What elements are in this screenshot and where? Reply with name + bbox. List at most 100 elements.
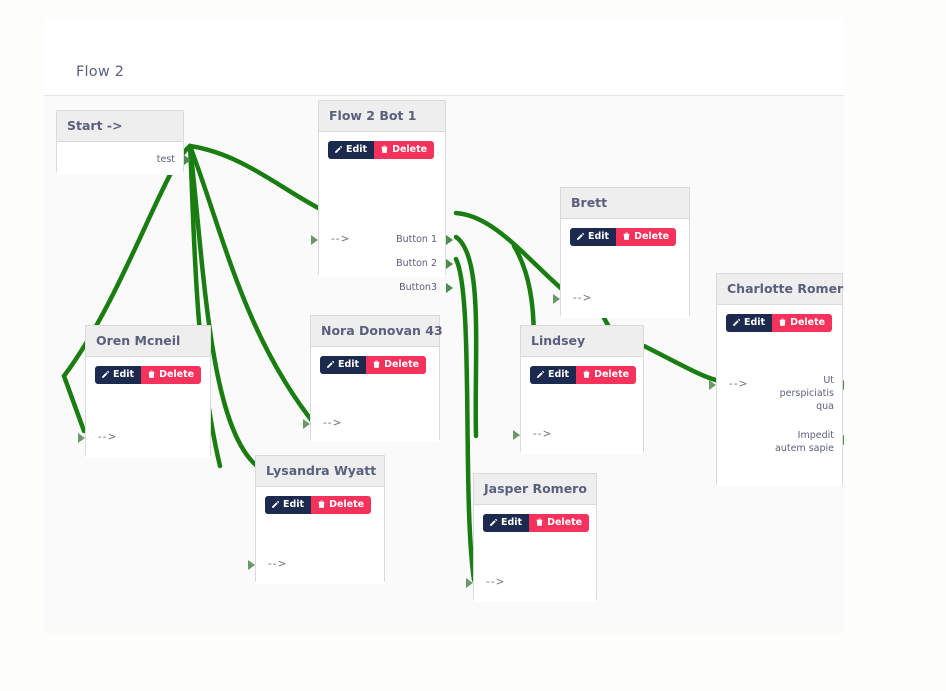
delete-button[interactable]: Delete — [311, 496, 372, 514]
port-in-arrow[interactable]: --> — [268, 558, 288, 570]
edit-button-label: Edit — [744, 317, 766, 328]
node-oren-mcneil-body: Edit Delete --> — [78, 357, 210, 458]
port-out-ut-perspiciatis[interactable]: Ut perspiciatis qua — [779, 375, 834, 412]
edit-button-label: Edit — [338, 359, 360, 370]
node-actions: Edit Delete — [319, 132, 445, 159]
node-brett[interactable]: Brett Edit Delete — [553, 187, 690, 318]
port-in-arrow[interactable]: --> — [533, 428, 553, 440]
edit-button-label: Edit — [588, 231, 610, 242]
port-in-arrow[interactable]: --> — [486, 576, 506, 588]
port-nub-button-1[interactable] — [446, 235, 453, 245]
node-oren-mcneil[interactable]: Oren Mcneil Edit Delete — [78, 325, 211, 458]
pencil-icon — [326, 360, 335, 369]
edit-button-label: Edit — [283, 499, 305, 510]
port-nub-out-2[interactable] — [843, 435, 844, 445]
node-brett-title: Brett — [561, 188, 689, 219]
page-title: Flow 2 — [76, 64, 125, 80]
node-charlotte-romero-body: Edit Delete --> Ut perspiciatis qua Impe… — [709, 305, 844, 487]
node-nora-donovan-43-body: Edit Delete --> — [303, 347, 439, 442]
delete-button-label: Delete — [159, 369, 195, 380]
delete-button-label: Delete — [790, 317, 826, 328]
port-in-arrow[interactable]: --> — [98, 431, 118, 443]
node-flow-2-bot-1-body: Edit Delete --> Button 1 Button 2 Button… — [311, 132, 453, 293]
delete-button[interactable]: Delete — [616, 228, 677, 246]
node-start-title: Start -> — [57, 111, 183, 142]
node-actions: Edit Delete — [717, 305, 842, 332]
delete-button[interactable]: Delete — [366, 356, 427, 374]
flow-canvas[interactable]: Start -> test Flow 2 Bot 1 Edit — [44, 96, 844, 633]
port-nub-in[interactable] — [513, 430, 520, 440]
node-jasper-romero[interactable]: Jasper Romero Edit Delete — [466, 473, 597, 602]
pencil-icon — [489, 518, 498, 527]
node-lindsey[interactable]: Lindsey Edit Delete — [513, 325, 644, 454]
edit-button[interactable]: Edit — [265, 496, 312, 514]
edit-button[interactable]: Edit — [320, 356, 367, 374]
edge-button1-to-brett — [453, 210, 567, 294]
port-nub-in[interactable] — [553, 294, 560, 304]
edit-button[interactable]: Edit — [570, 228, 617, 246]
port-nub-in[interactable] — [248, 560, 255, 570]
pencil-icon — [536, 370, 545, 379]
trash-icon — [778, 318, 787, 327]
node-actions: Edit Delete — [561, 219, 689, 246]
trash-icon — [147, 370, 156, 379]
node-jasper-romero-body: Edit Delete --> — [466, 505, 596, 602]
port-nub-button-3[interactable] — [446, 283, 453, 293]
node-charlotte-romero-title: Charlotte Romero — [717, 274, 844, 305]
edit-button-label: Edit — [501, 517, 523, 528]
pencil-icon — [101, 370, 110, 379]
port-nub-in[interactable] — [311, 235, 318, 245]
port-nub-out[interactable] — [184, 155, 191, 165]
port-in-arrow[interactable]: --> — [323, 417, 343, 429]
node-start[interactable]: Start -> test — [56, 110, 191, 175]
flow-header: Flow 2 — [44, 20, 844, 96]
port-in-arrow[interactable]: --> — [729, 378, 749, 390]
node-oren-mcneil-title: Oren Mcneil — [86, 326, 210, 357]
pencil-icon — [576, 232, 585, 241]
node-lysandra-wyatt[interactable]: Lysandra Wyatt Edit Delete — [248, 455, 385, 584]
port-out-test[interactable]: test — [156, 154, 175, 165]
edit-button-label: Edit — [548, 369, 570, 380]
node-actions: Edit Delete — [86, 357, 210, 384]
edit-button[interactable]: Edit — [483, 514, 530, 532]
port-out-button-1[interactable]: Button 1 — [396, 234, 437, 245]
node-flow-2-bot-1[interactable]: Flow 2 Bot 1 Edit Delete — [311, 100, 453, 293]
pencil-icon — [732, 318, 741, 327]
port-out-impedit-autem[interactable]: Impedit autem sapie — [775, 430, 834, 454]
port-nub-button-2[interactable] — [446, 259, 453, 269]
port-nub-in[interactable] — [303, 419, 310, 429]
port-in-arrow[interactable]: --> — [331, 233, 351, 245]
port-nub-in[interactable] — [78, 433, 85, 443]
node-charlotte-romero[interactable]: Charlotte Romero Edit Delete — [709, 273, 844, 487]
trash-icon — [622, 232, 631, 241]
edit-button[interactable]: Edit — [95, 366, 142, 384]
port-nub-in[interactable] — [466, 578, 473, 588]
delete-button-label: Delete — [392, 144, 428, 155]
edit-button[interactable]: Edit — [328, 141, 375, 159]
node-nora-donovan-43[interactable]: Nora Donovan 43 Edit Delete — [303, 315, 443, 442]
delete-button[interactable]: Delete — [141, 366, 202, 384]
edit-button[interactable]: Edit — [530, 366, 577, 384]
delete-button-label: Delete — [329, 499, 365, 510]
node-lysandra-wyatt-body: Edit Delete --> — [248, 487, 384, 584]
trash-icon — [380, 145, 389, 154]
edit-button-label: Edit — [346, 144, 368, 155]
edit-button-label: Edit — [113, 369, 135, 380]
node-nora-donovan-43-title: Nora Donovan 43 — [311, 316, 443, 347]
pencil-icon — [334, 145, 343, 154]
node-lysandra-wyatt-title: Lysandra Wyatt — [256, 456, 384, 487]
pencil-icon — [271, 500, 280, 509]
port-nub-in[interactable] — [709, 380, 716, 390]
delete-button-label: Delete — [634, 231, 670, 242]
delete-button[interactable]: Delete — [374, 141, 435, 159]
edit-button[interactable]: Edit — [726, 314, 773, 332]
port-in-arrow[interactable]: --> — [573, 292, 593, 304]
delete-button[interactable]: Delete — [772, 314, 833, 332]
port-out-button-2[interactable]: Button 2 — [396, 258, 437, 269]
delete-button[interactable]: Delete — [529, 514, 590, 532]
node-lindsey-body: Edit Delete --> — [513, 357, 643, 454]
trash-icon — [372, 360, 381, 369]
delete-button[interactable]: Delete — [576, 366, 637, 384]
port-out-button-3[interactable]: Button3 — [399, 282, 437, 293]
port-nub-out-1[interactable] — [843, 380, 844, 390]
